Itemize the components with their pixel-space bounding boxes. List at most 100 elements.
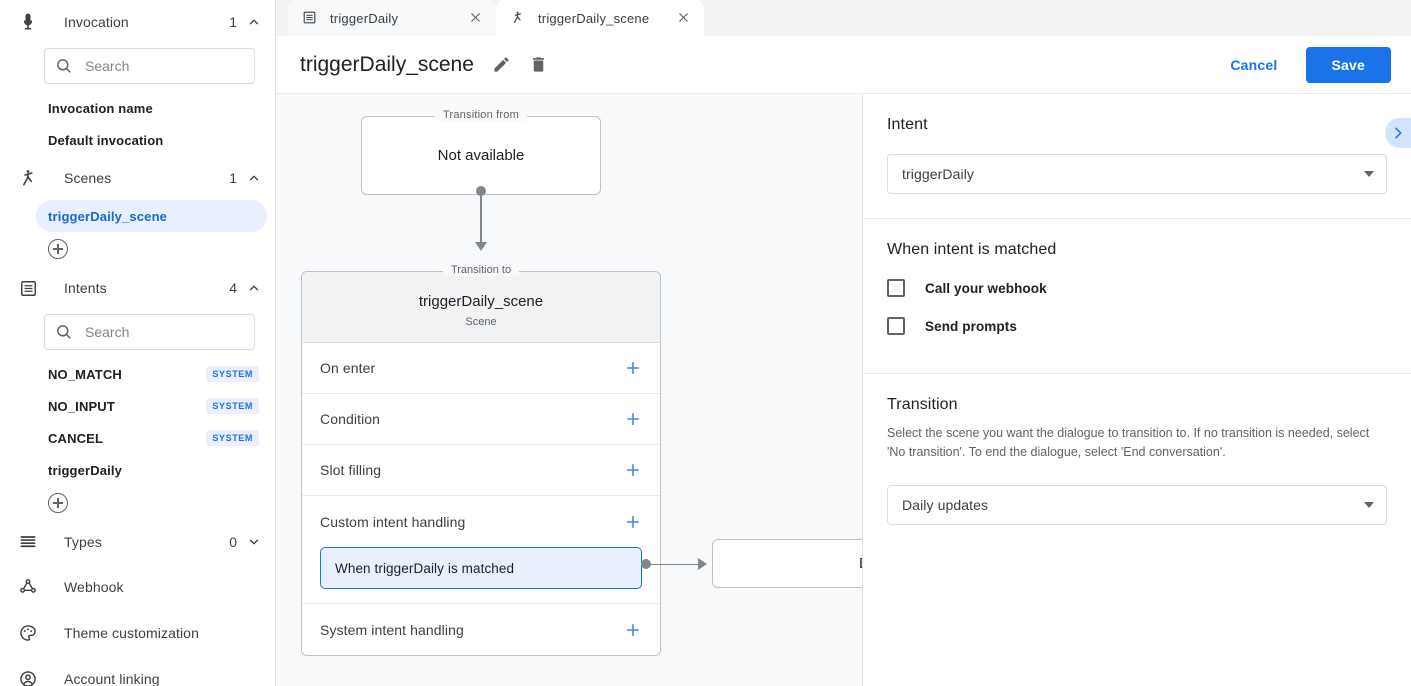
search-icon xyxy=(55,323,73,341)
scene-card[interactable]: Transition to triggerDaily_scene Scene O… xyxy=(301,264,661,656)
sidebar-group-invocation[interactable]: Invocation 1 xyxy=(0,0,275,44)
page-title: triggerDaily_scene xyxy=(300,52,474,76)
scene-row-custom-intent-handling[interactable]: Custom intent handling xyxy=(302,496,660,547)
transition-from-node[interactable]: Transition from Not available xyxy=(361,109,601,195)
send-prompts-label: Send prompts xyxy=(925,318,1017,334)
search-icon xyxy=(55,57,73,75)
sidebar-item-no-match[interactable]: NO_MATCH SYSTEM xyxy=(36,358,267,390)
types-icon xyxy=(16,530,40,554)
scene-row-on-enter[interactable]: On enter xyxy=(302,343,660,394)
plus-circle-icon xyxy=(48,239,68,259)
chevron-down-icon[interactable] xyxy=(247,535,261,549)
intent-select-value: triggerDaily xyxy=(902,166,974,182)
trash-icon[interactable] xyxy=(529,55,549,75)
scene-section-custom-intent-handling: Custom intent handling When triggerDaily… xyxy=(302,496,660,604)
tab-triggerdaily-scene[interactable]: triggerDaily_scene xyxy=(496,0,704,36)
send-prompts-checkbox[interactable] xyxy=(887,317,905,335)
intents-search-box[interactable] xyxy=(44,314,266,350)
sidebar-group-count: 1 xyxy=(229,14,237,30)
sidebar-item-account-linking[interactable]: Account linking xyxy=(0,656,275,686)
send-prompts-row[interactable]: Send prompts xyxy=(887,317,1387,335)
arrow-down-icon xyxy=(475,242,487,251)
sidebar-item-default-invocation[interactable]: Default invocation xyxy=(36,124,267,156)
scene-row-condition[interactable]: Condition xyxy=(302,394,660,445)
sidebar-item-label: NO_INPUT xyxy=(48,398,115,414)
scene-subtitle: Scene xyxy=(465,316,497,328)
sidebar-item-label: Theme customization xyxy=(64,625,199,641)
add-condition-icon[interactable] xyxy=(624,410,642,428)
scene-row-system-intent-handling[interactable]: System intent handling xyxy=(302,604,660,655)
sidebar-item-label: NO_MATCH xyxy=(48,366,122,382)
save-button[interactable]: Save xyxy=(1305,46,1391,83)
sidebar-group-count: 0 xyxy=(229,534,237,550)
account-icon xyxy=(16,667,40,686)
chevron-up-icon[interactable] xyxy=(247,281,261,295)
sidebar-item-theme-customization[interactable]: Theme customization xyxy=(0,610,275,656)
intent-section-title: Intent xyxy=(887,116,928,133)
add-slot-filling-icon[interactable] xyxy=(624,461,642,479)
scene-name: triggerDaily_scene xyxy=(418,293,544,310)
chevron-right-icon[interactable] xyxy=(1385,118,1411,148)
scene-row-label: Custom intent handling xyxy=(320,513,466,530)
sidebar-group-types[interactable]: Types 0 xyxy=(0,520,275,564)
intent-section: Intent triggerDaily xyxy=(863,94,1411,219)
sidebar-item-label: triggerDaily_scene xyxy=(48,208,168,224)
sidebar-group-label: Scenes xyxy=(64,170,112,186)
sidebar-group-count: 4 xyxy=(229,280,237,296)
page-toolbar: triggerDaily_scene Cancel Save xyxy=(276,36,1411,94)
call-your-webhook-checkbox[interactable] xyxy=(887,279,905,297)
intent-handler-chip[interactable]: When triggerDaily is matched xyxy=(320,547,642,589)
when-intent-matched-section: When intent is matched Call your webhook… xyxy=(863,219,1411,374)
chevron-down-icon xyxy=(1364,171,1374,177)
chevron-down-icon xyxy=(1364,501,1374,508)
sidebar-item-invocation-name[interactable]: Invocation name xyxy=(36,92,267,124)
chevron-up-icon[interactable] xyxy=(247,15,261,29)
system-badge: SYSTEM xyxy=(206,398,259,414)
tab-triggerdaily[interactable]: triggerDaily xyxy=(288,0,496,36)
intent-select[interactable]: triggerDaily xyxy=(887,154,1387,194)
sidebar-item-cancel[interactable]: CANCEL SYSTEM xyxy=(36,422,267,454)
scene-row-slot-filling[interactable]: Slot filling xyxy=(302,445,660,496)
sidebar-group-label: Types xyxy=(64,534,102,550)
add-system-intent-handling-icon[interactable] xyxy=(624,621,642,639)
add-intent-button[interactable] xyxy=(0,486,275,520)
sidebar-item-triggerdaily[interactable]: triggerDaily xyxy=(36,454,267,486)
call-your-webhook-label: Call your webhook xyxy=(925,280,1047,296)
pencil-icon[interactable] xyxy=(492,55,512,75)
transition-to-legend: Transition to xyxy=(442,264,520,276)
add-on-enter-icon[interactable] xyxy=(624,359,642,377)
sidebar-item-webhook[interactable]: Webhook xyxy=(0,564,275,610)
invocation-search-box[interactable] xyxy=(44,48,266,84)
transition-from-value: Not available xyxy=(437,147,525,164)
sidebar-group-scenes[interactable]: Scenes 1 xyxy=(0,156,275,200)
sidebar-item-label: triggerDaily xyxy=(48,462,123,478)
tab-bar: triggerDaily triggerDaily_scene xyxy=(276,0,1411,36)
sidebar-group-label: Intents xyxy=(64,280,107,296)
plus-circle-icon xyxy=(48,493,68,513)
close-icon[interactable] xyxy=(676,10,692,26)
invocation-search-input[interactable] xyxy=(85,58,266,74)
sidebar-group-intents[interactable]: Intents 4 xyxy=(0,266,275,310)
add-custom-intent-handling-icon[interactable] xyxy=(624,513,642,531)
chevron-up-icon[interactable] xyxy=(247,171,261,185)
when-intent-matched-title: When intent is matched xyxy=(887,241,1057,258)
call-your-webhook-row[interactable]: Call your webhook xyxy=(887,279,1387,297)
close-icon[interactable] xyxy=(468,10,484,26)
sidebar: Invocation 1 Invocation name Default inv… xyxy=(0,0,276,686)
sidebar-item-label: CANCEL xyxy=(48,430,104,446)
system-badge: SYSTEM xyxy=(206,430,259,446)
sidebar-item-label: Default invocation xyxy=(48,132,164,148)
sidebar-item-label: Invocation name xyxy=(48,100,153,116)
add-scene-button[interactable] xyxy=(0,232,275,266)
transition-section-title: Transition xyxy=(887,396,958,413)
sidebar-item-triggerdaily-scene[interactable]: triggerDaily_scene xyxy=(36,200,267,232)
main-area: triggerDaily triggerDaily_scene xyxy=(276,0,1411,686)
sidebar-item-no-input[interactable]: NO_INPUT SYSTEM xyxy=(36,390,267,422)
scene-row-label: System intent handling xyxy=(320,621,464,638)
sidebar-group-label: Invocation xyxy=(64,14,129,30)
transition-select[interactable]: Daily updates xyxy=(887,484,1387,525)
intents-search-input[interactable] xyxy=(85,324,266,340)
webhook-icon xyxy=(16,575,40,599)
cancel-button[interactable]: Cancel xyxy=(1218,49,1289,81)
